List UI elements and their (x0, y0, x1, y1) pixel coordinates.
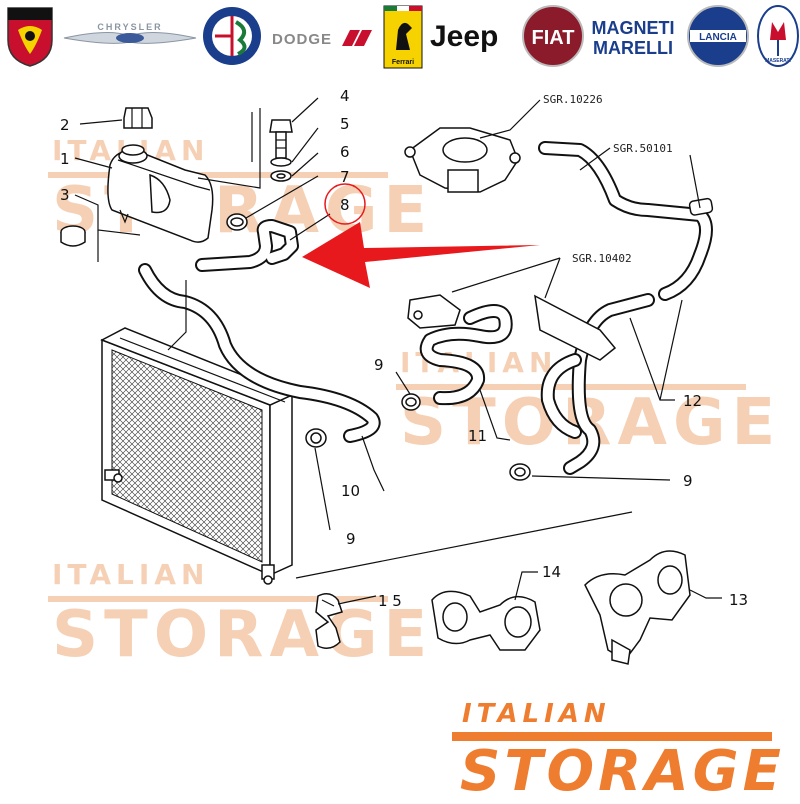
hose-clamp (226, 213, 248, 231)
clip-15 (315, 593, 343, 649)
tank-cap (123, 107, 153, 129)
label-part-7: 7 (340, 168, 350, 186)
washer (270, 170, 292, 182)
ref-sgr-50101: SGR.50101 (613, 142, 673, 155)
label-part-13: 13 (729, 591, 748, 609)
abarth-logo-icon (7, 7, 53, 67)
highlight-circle (324, 183, 366, 225)
svg-text:FIAT: FIAT (532, 27, 575, 49)
label-part-3: 3 (60, 186, 70, 204)
label-part-8: 8 (340, 196, 350, 214)
chrysler-logo-icon: CHRYSLER (63, 22, 197, 44)
leader-lines (74, 97, 722, 605)
label-part-15: 1 5 (378, 592, 402, 610)
label-part-12: 12 (683, 392, 702, 410)
thermostat-housing (404, 127, 521, 193)
brand-logo: ITALIAN STORAGE (452, 699, 785, 804)
label-part-1: 1 (60, 150, 70, 168)
dodge-logo-icon: DODGE (272, 30, 372, 48)
svg-text:MARELLI: MARELLI (593, 38, 673, 58)
label-part-6: 6 (340, 143, 350, 161)
label-part-4: 4 (340, 87, 350, 105)
hose-8 (195, 219, 299, 272)
svg-text:CHRYSLER: CHRYSLER (97, 22, 162, 32)
ref-sgr-10226: SGR.10226 (543, 93, 603, 106)
clip-14 (431, 590, 541, 651)
fiat-logo-icon: FIAT (522, 5, 584, 67)
part-labels: 2 1 3 4 5 6 7 8 9 9 9 10 11 12 13 14 1 5 (60, 87, 748, 610)
label-part-5: 5 (340, 115, 350, 133)
brand-logo-strip: CHRYSLER DODGE Ferrari Jeep (7, 5, 799, 69)
clamp-9 (305, 428, 327, 448)
maserati-logo-icon: MASERATI (757, 5, 799, 67)
spacer (270, 157, 292, 167)
reference-labels: SGR.10226 SGR.50101 SGR.10402 (543, 93, 673, 265)
hose-11 (419, 304, 513, 406)
label-part-11: 11 (468, 427, 487, 445)
divider (295, 511, 633, 579)
water-pipe (407, 294, 617, 361)
label-part-14: 14 (542, 563, 561, 581)
watermark-line2: STORAGE (52, 598, 433, 672)
lancia-logo-icon: LANCIA (687, 5, 749, 67)
watermark-line1: ITALIAN (52, 558, 209, 591)
highlight-arrow (302, 222, 540, 288)
hose-10 (138, 263, 381, 443)
svg-text:Jeep: Jeep (430, 20, 498, 53)
clamp-9 (401, 393, 421, 411)
ref-sgr-10402: SGR.10402 (572, 252, 632, 265)
label-part-9: 9 (346, 530, 356, 548)
hose-12 (538, 141, 714, 475)
alfa-romeo-logo-icon (203, 7, 261, 65)
svg-text:Ferrari: Ferrari (392, 59, 414, 66)
bolt (269, 119, 293, 159)
label-part-9: 9 (374, 356, 384, 374)
svg-text:MASERATI: MASERATI (765, 58, 791, 64)
clamp-9 (509, 463, 531, 481)
expansion-tank (107, 144, 214, 243)
magneti-marelli-logo-icon: MAGNETI MARELLI (592, 18, 675, 58)
svg-text:DODGE: DODGE (272, 31, 332, 48)
label-part-9: 9 (683, 472, 693, 490)
radiator (100, 327, 294, 585)
label-part-10: 10 (341, 482, 360, 500)
brand-line2: STORAGE (460, 739, 785, 800)
svg-text:MAGNETI: MAGNETI (592, 18, 675, 38)
brand-line1: ITALIAN (462, 699, 611, 729)
ferrari-logo-icon: Ferrari (383, 5, 423, 69)
label-part-2: 2 (60, 116, 70, 134)
tank-plug (60, 225, 86, 247)
jeep-logo-icon: Jeep (430, 20, 498, 53)
clip-13 (584, 550, 691, 665)
svg-text:LANCIA: LANCIA (699, 32, 737, 43)
